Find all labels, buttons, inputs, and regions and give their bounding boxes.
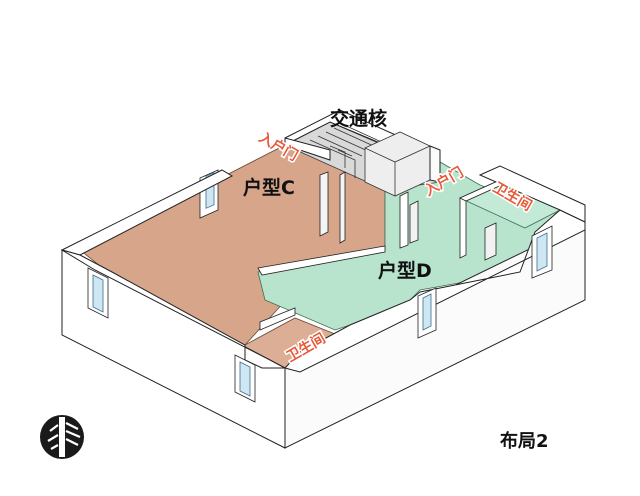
window-right-2 <box>531 225 553 279</box>
core-wall-left <box>284 137 331 161</box>
compass-icon <box>40 411 84 459</box>
partition-c-d <box>257 245 386 276</box>
unit-c-bath-wall <box>259 307 296 331</box>
outer-wall-back-right <box>478 165 586 223</box>
unit-d-wall-2 <box>459 195 467 259</box>
window-right-1 <box>417 287 437 339</box>
unit-d-door <box>484 222 497 261</box>
window-left-1 <box>87 267 109 319</box>
unit-d-label: 户型D <box>378 259 432 282</box>
unit-c-wall-inner <box>319 171 329 237</box>
stair-steps <box>309 123 387 178</box>
unit-c-label: 户型C <box>243 176 295 199</box>
unit-d-wall-1 <box>399 191 409 249</box>
partition-vertical <box>339 171 346 244</box>
core-right-wall <box>429 145 441 183</box>
window-left-2 <box>234 354 256 403</box>
unit-d-door-2 <box>409 200 419 244</box>
layout-name: 布局2 <box>500 430 549 452</box>
outer-wall-right-face <box>284 221 586 449</box>
core-label: 交通核 <box>330 107 387 130</box>
